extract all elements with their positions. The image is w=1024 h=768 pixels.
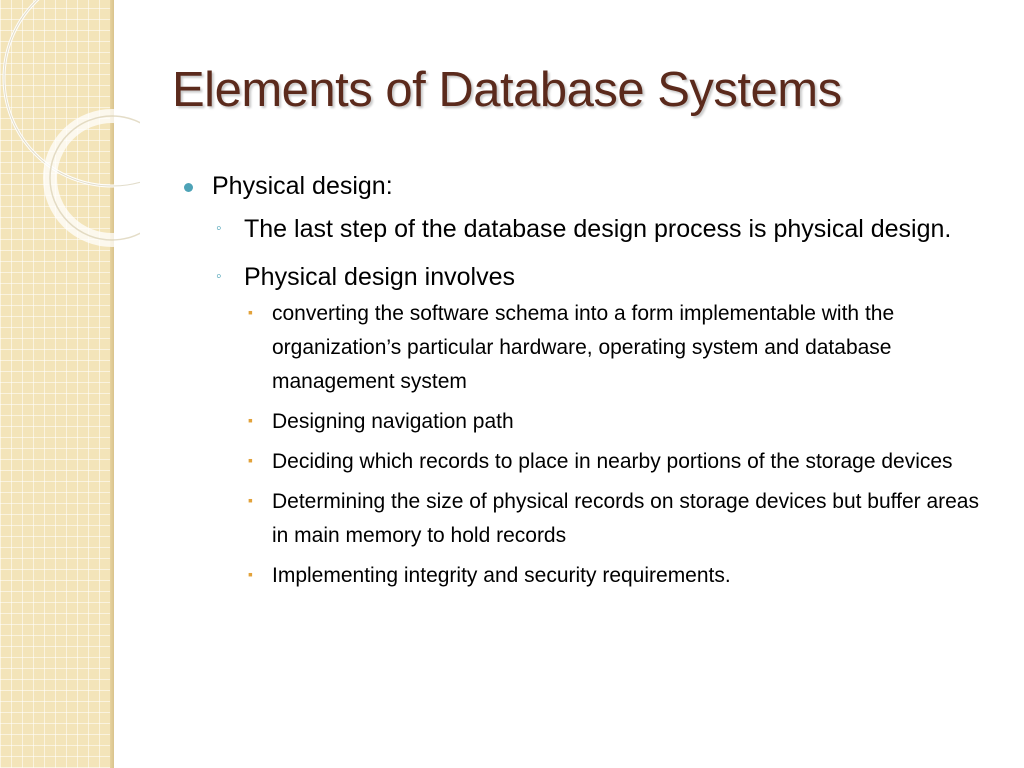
- bullet-text: Designing navigation path: [272, 409, 514, 433]
- slide-title: Elements of Database Systems: [172, 63, 842, 117]
- bullet-text: Physical design:: [212, 172, 393, 200]
- bullet-ring-icon: ◦: [216, 267, 222, 285]
- list-item: Physical design: ◦ The last step of the …: [180, 170, 990, 593]
- decorative-side-band: [0, 0, 110, 768]
- bullet-dot-icon: [184, 183, 193, 192]
- bullet-square-icon: ▪: [248, 303, 253, 320]
- list-item: ▪ Designing navigation path: [244, 405, 990, 439]
- list-item: ◦ The last step of the database design p…: [212, 209, 990, 249]
- bullet-list-level-2: ◦ The last step of the database design p…: [212, 209, 990, 593]
- side-band-edge: [110, 0, 114, 768]
- list-item: ◦ Physical design involves ▪ converting …: [212, 257, 990, 593]
- list-item: ▪ converting the software schema into a …: [244, 297, 990, 399]
- bullet-square-icon: ▪: [248, 451, 253, 468]
- bullet-text: Implementing integrity and security requ…: [272, 563, 731, 587]
- list-item: ▪ Deciding which records to place in nea…: [244, 445, 990, 479]
- bullet-text: Deciding which records to place in nearb…: [272, 449, 953, 473]
- bullet-list-level-3: ▪ converting the software schema into a …: [244, 297, 990, 593]
- list-item: ▪ Implementing integrity and security re…: [244, 559, 990, 593]
- bullet-text: Determining the size of physical records…: [272, 489, 979, 547]
- bullet-text: Physical design involves: [244, 262, 515, 291]
- bullet-square-icon: ▪: [248, 491, 253, 508]
- bullet-square-icon: ▪: [248, 411, 253, 428]
- bullet-text: converting the software schema into a fo…: [272, 301, 895, 393]
- bullet-list-level-1: Physical design: ◦ The last step of the …: [180, 170, 990, 593]
- bullet-ring-icon: ◦: [216, 219, 222, 237]
- list-item: ▪ Determining the size of physical recor…: [244, 485, 990, 553]
- decorative-rings: [2, 0, 140, 247]
- bullet-text: The last step of the database design pro…: [244, 214, 952, 243]
- bullet-square-icon: ▪: [248, 565, 253, 582]
- slide-body: Physical design: ◦ The last step of the …: [180, 170, 990, 601]
